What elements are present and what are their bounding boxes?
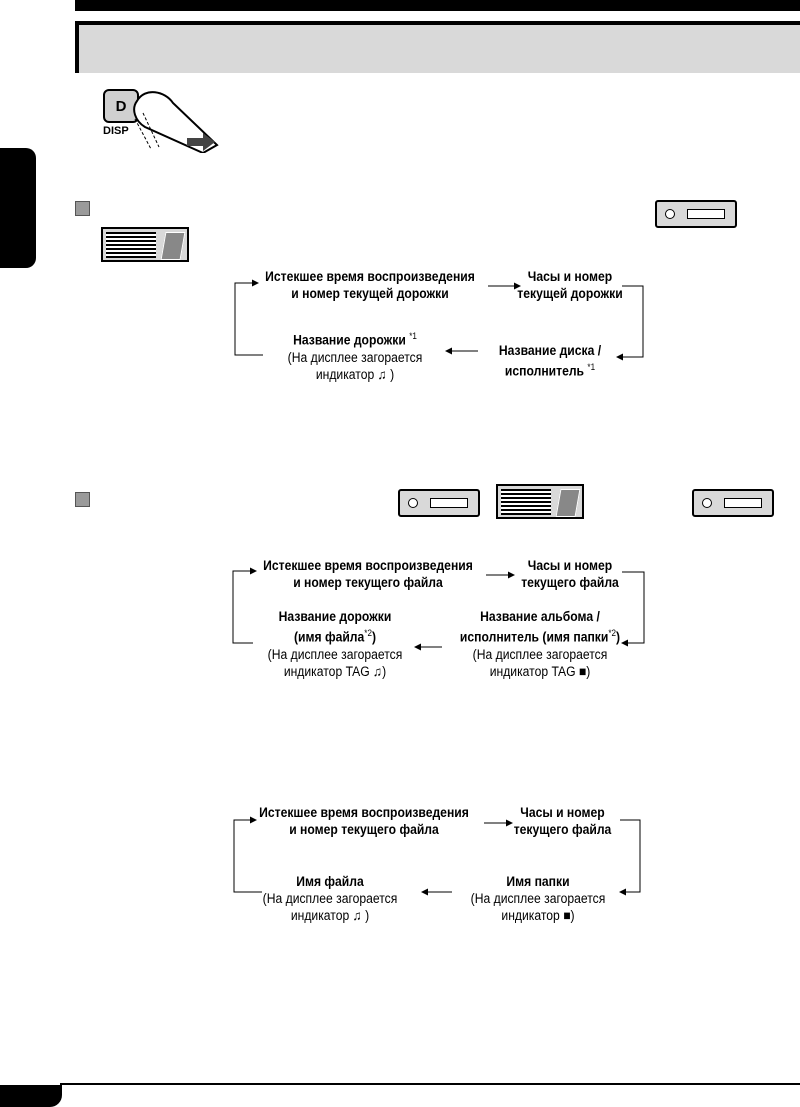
language-side-tab [0,148,36,268]
finger-icon [133,91,219,153]
section-marker-2 [75,492,90,507]
top-bar [75,0,800,11]
disp-button-label: DISP [103,125,129,137]
press-arrow-icon [187,133,215,151]
flow3-node-folder: Имя папки (На дисплее загорается индикат… [470,874,606,923]
bottom-rule [60,1083,800,1085]
unit-icon [655,200,737,228]
flow1-node-disc: Название диска / исполнитель *1 [498,343,602,379]
section-marker-1 [75,201,90,216]
flow3-node-file: Имя файла (На дисплее загорается индикат… [262,874,398,923]
disp-button-illustration: D DISP [95,85,225,155]
flow2-node-album: Название альбома / исполнитель (имя папк… [459,609,621,679]
unit-icon [692,489,774,517]
flow2-node-track: Название дорожки (имя файла*2) (На диспл… [267,609,403,679]
section-header-box [75,21,800,73]
page-number-tab [0,1085,62,1107]
panel-icon [101,227,189,262]
unit-icon [398,489,480,517]
flow1-node-track: Название дорожки *1 (На дисплее загорает… [287,331,423,382]
disp-key-letter: D [115,98,127,115]
panel-icon [496,484,584,519]
